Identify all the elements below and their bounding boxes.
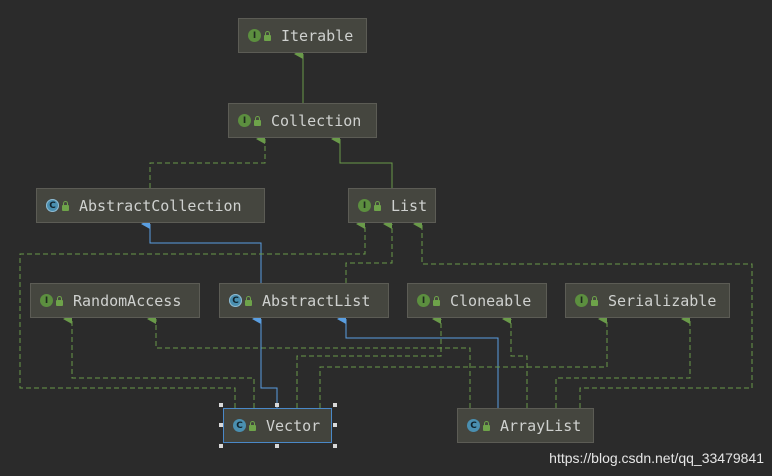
node-abstract-list[interactable]: C AbstractList	[219, 283, 389, 318]
interface-icon: I	[417, 294, 430, 307]
edge-vector-serializable	[319, 314, 608, 408]
selection-handle[interactable]	[219, 444, 223, 448]
selection-handle[interactable]	[219, 423, 223, 427]
edge-vector-abstractlist	[252, 314, 278, 408]
node-label: Vector	[266, 416, 321, 435]
node-array-list[interactable]: C ArrayList	[457, 408, 594, 443]
node-label: Collection	[271, 111, 362, 130]
edge-arraylist-serializable	[555, 314, 691, 408]
node-label: Iterable	[281, 26, 354, 45]
selection-handle[interactable]	[333, 403, 337, 407]
lock-icon	[56, 295, 63, 306]
node-serializable[interactable]: I Serializable	[565, 283, 730, 318]
edge-abstractcollection-collection	[149, 134, 266, 188]
node-random-access[interactable]: I RandomAccess	[30, 283, 200, 318]
lock-icon	[433, 295, 440, 306]
interface-icon: I	[358, 199, 371, 212]
node-label: AbstractList	[262, 291, 371, 310]
edge-vector-list	[19, 219, 366, 408]
interface-icon: I	[40, 294, 53, 307]
interface-icon: I	[248, 29, 261, 42]
lock-icon	[62, 200, 69, 211]
node-vector[interactable]: C Vector	[223, 408, 332, 443]
interface-icon: I	[238, 114, 251, 127]
edge-arraylist-cloneable	[502, 314, 528, 408]
node-list[interactable]: I List	[348, 188, 436, 223]
interface-icon: I	[575, 294, 588, 307]
edge-vector-cloneable	[296, 314, 442, 408]
edge-arraylist-abstractlist	[337, 314, 499, 408]
selection-handle[interactable]	[275, 444, 279, 448]
selection-handle[interactable]	[333, 423, 337, 427]
selection-handle[interactable]	[219, 403, 223, 407]
node-collection[interactable]: I Collection	[228, 103, 377, 138]
edge-list-collection	[331, 134, 393, 188]
lock-icon	[591, 295, 598, 306]
node-label: Cloneable	[450, 291, 532, 310]
edge-abstractlist-list	[345, 219, 393, 283]
selection-handle[interactable]	[275, 403, 279, 407]
lock-icon	[249, 420, 256, 431]
node-abstract-collection[interactable]: C AbstractCollection	[36, 188, 265, 223]
lock-icon	[254, 115, 261, 126]
watermark: https://blog.csdn.net/qq_33479841	[549, 450, 764, 466]
lock-icon	[483, 420, 490, 431]
node-label: Serializable	[608, 291, 717, 310]
abstract-class-icon: C	[229, 294, 242, 307]
class-icon: C	[467, 419, 480, 432]
abstract-class-icon: C	[46, 199, 59, 212]
selection-handle[interactable]	[333, 444, 337, 448]
lock-icon	[374, 200, 381, 211]
node-label: ArrayList	[500, 416, 582, 435]
node-label: List	[391, 196, 428, 215]
node-cloneable[interactable]: I Cloneable	[407, 283, 547, 318]
class-icon: C	[233, 419, 246, 432]
lock-icon	[264, 30, 271, 41]
node-label: RandomAccess	[73, 291, 182, 310]
edge-arraylist-list	[413, 219, 753, 408]
edge-arraylist-randomaccess	[147, 314, 471, 408]
node-iterable[interactable]: I Iterable	[238, 18, 367, 53]
edge-abstractlist-abstractcollection	[141, 219, 262, 283]
edge-vector-randomaccess	[63, 314, 255, 408]
lock-icon	[245, 295, 252, 306]
node-label: AbstractCollection	[79, 196, 242, 215]
